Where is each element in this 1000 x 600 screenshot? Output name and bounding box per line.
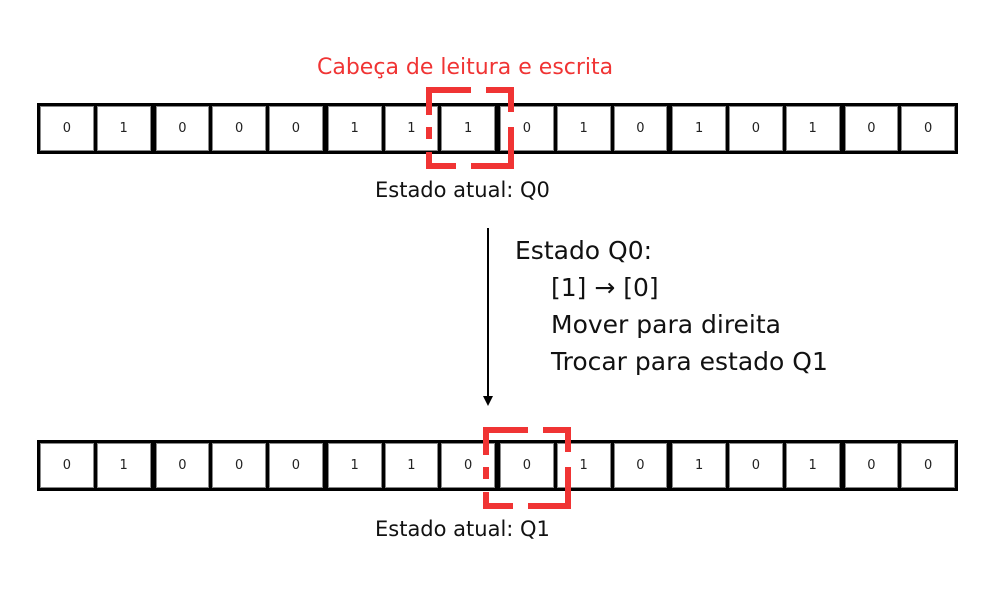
tape-cell-head: 1 — [441, 106, 495, 151]
tape-cell: 1 — [785, 106, 840, 151]
tape-cell-head: 0 — [500, 443, 554, 488]
tape-cell: 0 — [901, 443, 955, 488]
tape-cell: 0 — [155, 106, 210, 151]
tape-cell: 1 — [96, 443, 151, 488]
tape-cell: 0 — [212, 106, 266, 151]
tape-cell: 0 — [844, 106, 899, 151]
down-arrow-icon — [483, 228, 493, 406]
rule-title: Estado Q0: — [515, 236, 653, 265]
tape-cell: 0 — [40, 443, 94, 488]
current-state-label: Estado atual: Q1 — [375, 517, 550, 541]
tape-cell: 0 — [269, 443, 323, 488]
current-state-label: Estado atual: Q0 — [375, 178, 550, 202]
tape-cell: 0 — [40, 106, 94, 151]
rule-write: [1] → [0] — [551, 273, 659, 302]
tape-cell: 1 — [96, 106, 151, 151]
head-label: Cabeça de leitura e escrita — [317, 55, 614, 80]
tape-cell: 0 — [155, 443, 210, 488]
tape-cell: 0 — [901, 106, 955, 151]
read-write-head-marker — [426, 87, 514, 169]
tape-cell: 0 — [613, 443, 668, 488]
tape-cell: 0 — [269, 106, 323, 151]
transition-rule: Estado Q0: [1] → [0] Mover para direita … — [515, 232, 828, 380]
tape-cell: 0 — [613, 106, 668, 151]
rule-next-state: Trocar para estado Q1 — [551, 347, 828, 376]
tape-cell: 0 — [844, 443, 899, 488]
tape-cell: 1 — [556, 106, 611, 151]
tape-cell: 1 — [672, 106, 726, 151]
tape-cell: 1 — [672, 443, 726, 488]
tape-cell: 1 — [384, 443, 439, 488]
tape-cell: 0 — [729, 443, 783, 488]
tape-cell: 1 — [785, 443, 840, 488]
tape-cell: 0 — [212, 443, 266, 488]
tape-after: 0 1 0 0 0 1 1 0 0 1 0 1 0 1 0 0 — [37, 440, 958, 491]
tape-cell: 1 — [327, 443, 382, 488]
rule-move: Mover para direita — [551, 310, 781, 339]
tape-before: 0 1 0 0 0 1 1 1 0 1 0 1 0 1 0 0 — [37, 103, 958, 154]
read-write-head-marker — [483, 427, 571, 509]
tape-cell: 0 — [729, 106, 783, 151]
tape-cell: 1 — [327, 106, 382, 151]
